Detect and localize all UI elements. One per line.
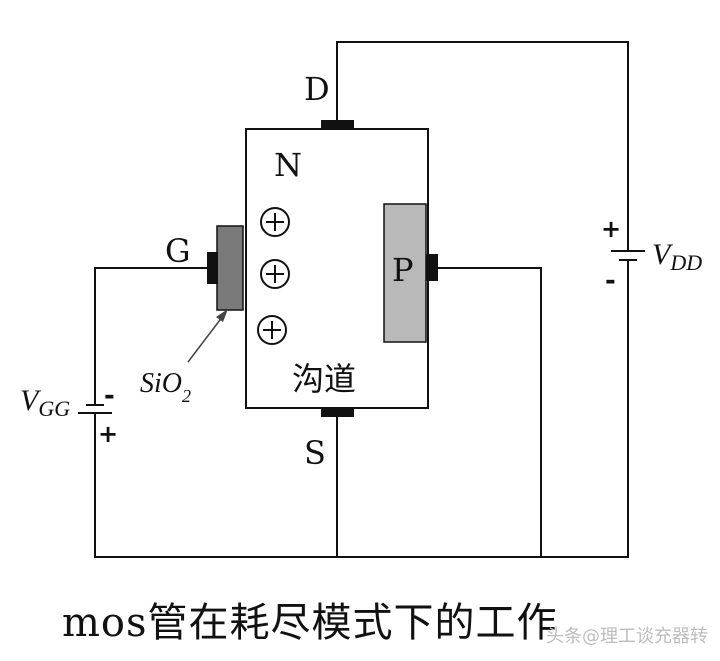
vgg-plus-sign: + bbox=[98, 420, 118, 448]
substrate-contact bbox=[426, 254, 438, 281]
vdd-minus-sign: - bbox=[605, 266, 616, 296]
substrate-to-ground-wire bbox=[436, 267, 542, 557]
vdd-label: VDD bbox=[652, 238, 702, 275]
vdd-plus-sign: + bbox=[601, 215, 621, 243]
channel-label: 沟道 bbox=[292, 360, 356, 398]
gate-contact bbox=[207, 252, 218, 284]
oxide-label-subscript: 2 bbox=[182, 386, 191, 406]
n-region-label: N bbox=[274, 146, 302, 184]
positive-charge-3 bbox=[257, 315, 287, 345]
positive-charge-1 bbox=[260, 207, 290, 237]
drain-to-vdd-wire bbox=[336, 41, 629, 238]
diagram-caption: mos管在耗尽模式下的工作 bbox=[62, 600, 558, 646]
sio2-pointer-line bbox=[187, 315, 224, 363]
vdd-to-ground-wire bbox=[94, 270, 629, 558]
sio2-oxide-layer bbox=[216, 225, 244, 311]
drain-contact bbox=[321, 120, 354, 130]
vgg-label: VGG bbox=[20, 384, 70, 421]
vgg-minus-sign: - bbox=[104, 381, 115, 411]
p-region-label: P bbox=[392, 251, 414, 289]
positive-charge-2 bbox=[260, 259, 290, 289]
oxide-label: SiO2 bbox=[140, 368, 191, 406]
source-label: S bbox=[304, 434, 326, 472]
sio2-pointer-arrowhead bbox=[216, 309, 228, 322]
drain-label: D bbox=[304, 70, 330, 108]
watermark-text: 头条@理工谈充器转 bbox=[546, 626, 708, 647]
p-region bbox=[383, 203, 427, 343]
oxide-label-main: SiO bbox=[140, 368, 182, 399]
vdd-label-subscript: DD bbox=[669, 250, 702, 275]
gate-to-vgg-wire bbox=[94, 267, 208, 400]
gate-label: G bbox=[165, 232, 191, 270]
vdd-label-main: V bbox=[652, 238, 674, 271]
vgg-label-main: V bbox=[20, 384, 42, 417]
source-contact bbox=[321, 407, 354, 417]
vgg-label-subscript: GG bbox=[38, 396, 70, 421]
